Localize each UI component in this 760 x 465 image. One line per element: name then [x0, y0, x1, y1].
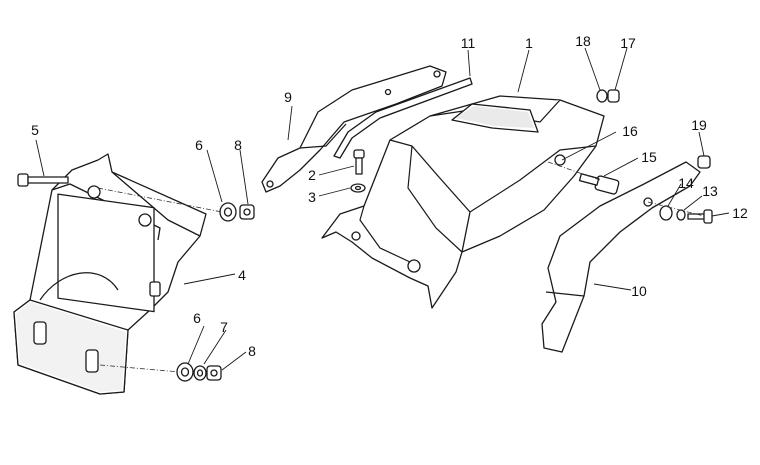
washer-7 — [193, 365, 207, 381]
callout-5: 5 — [31, 122, 39, 138]
callout-2: 2 — [308, 167, 316, 183]
callout-11: 11 — [461, 35, 476, 51]
nut-18 — [596, 89, 608, 103]
callout-18: 18 — [575, 33, 591, 49]
screw-12 — [687, 209, 713, 224]
callout-19: 19 — [691, 117, 707, 133]
rear-fender-1 — [321, 95, 605, 309]
bolt-5 — [17, 173, 69, 187]
nut-17 — [607, 89, 620, 103]
callout-7: 7 — [220, 319, 228, 335]
grommet-6-bottom — [176, 362, 194, 382]
callout-6-bottom: 6 — [193, 310, 201, 326]
callout-10: 10 — [631, 283, 647, 299]
nut-8-top — [239, 204, 255, 220]
nut-8-bottom — [206, 365, 222, 381]
bolt-15 — [578, 173, 620, 195]
license-plate-holder — [13, 153, 207, 395]
callout-3: 3 — [308, 189, 316, 205]
callout-12: 12 — [732, 205, 748, 221]
grommet-14 — [659, 205, 673, 221]
grommet-6-top — [219, 202, 237, 222]
strip-11 — [333, 77, 473, 159]
callout-13: 13 — [702, 183, 718, 199]
callout-4: 4 — [238, 267, 246, 283]
screw-2 — [353, 149, 365, 175]
callout-16: 16 — [622, 123, 638, 139]
leader-lines — [35, 47, 730, 371]
callout-17: 17 — [620, 35, 636, 51]
bracket-9 — [261, 65, 447, 193]
callout-14: 14 — [678, 175, 694, 191]
nut-19 — [697, 155, 711, 169]
callout-9: 9 — [284, 89, 292, 105]
callout-8-top: 8 — [234, 137, 242, 153]
callout-8-bottom: 8 — [248, 343, 256, 359]
washer-3 — [350, 183, 366, 193]
washer-13 — [676, 209, 686, 221]
side-bracket-10 — [541, 161, 701, 353]
callout-15: 15 — [641, 149, 657, 165]
callout-1: 1 — [525, 35, 533, 51]
callout-6-top: 6 — [195, 137, 203, 153]
